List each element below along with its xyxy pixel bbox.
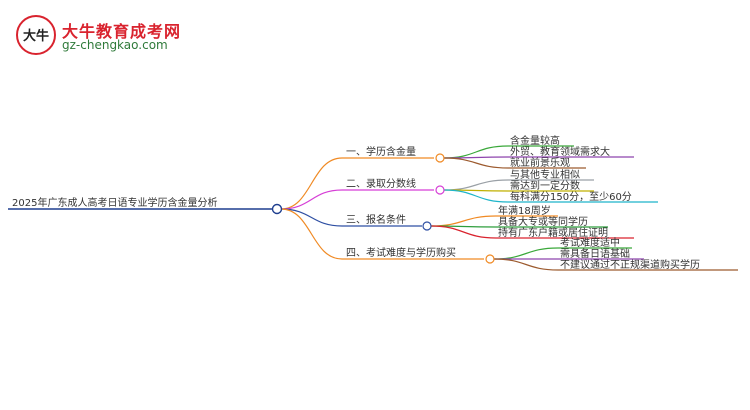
branch-connector xyxy=(280,189,343,210)
branch-2-label[interactable]: 二、录取分数线 xyxy=(346,177,416,190)
branch-connector xyxy=(280,208,343,227)
branch-1-leaf-1-label[interactable]: 含金量较高 xyxy=(510,134,560,147)
branch-1-label[interactable]: 一、学历含金量 xyxy=(346,145,416,158)
leaf-connector xyxy=(443,157,509,169)
branch-2-leaf-2-label[interactable]: 需达到一定分数 xyxy=(510,179,580,192)
branch-3-leaf-1-label[interactable]: 年满18周岁 xyxy=(498,204,551,217)
branch-2-leaf-1-label[interactable]: 与其他专业相似 xyxy=(510,168,580,181)
leaf-connector xyxy=(430,225,497,239)
site-url[interactable]: gz-chengkao.com xyxy=(62,38,168,52)
logo-emblem: 大牛 xyxy=(16,15,56,55)
branch-4-leaf-3-label[interactable]: 不建议通过不正规渠道购买学历 xyxy=(560,258,700,271)
branch-node-dot[interactable] xyxy=(485,254,495,264)
branch-1-leaf-2-label[interactable]: 外贸、教育领域需求大 xyxy=(510,145,610,158)
branch-3-leaf-3-label[interactable]: 持有广东户籍或居住证明 xyxy=(498,226,608,239)
branch-1-leaf-3-label[interactable]: 就业前景乐观 xyxy=(510,156,570,169)
branch-connector xyxy=(280,208,343,260)
leaf-connector xyxy=(443,179,509,191)
leaf-connector xyxy=(443,189,509,203)
branch-2-leaf-3-label[interactable]: 每科满分150分，至少60分 xyxy=(510,190,632,203)
branch-connector xyxy=(280,157,343,210)
branch-4-leaf-1-label[interactable]: 考试难度适中 xyxy=(560,236,620,249)
root-node-label[interactable]: 2025年广东成人高考日语专业学历含金量分析 xyxy=(12,196,217,209)
site-logo: 大牛 大牛教育成考网 gz-chengkao.com xyxy=(14,14,184,56)
branch-node-dot[interactable] xyxy=(435,185,445,195)
branch-3-leaf-2-label[interactable]: 具备大专或等同学历 xyxy=(498,215,588,228)
leaf-connector xyxy=(493,247,559,260)
branch-4-leaf-2-label[interactable]: 需具备日语基础 xyxy=(560,247,630,260)
branch-4-label[interactable]: 四、考试难度与学历购买 xyxy=(346,246,456,259)
leaf-connector xyxy=(430,215,497,227)
branch-node-dot[interactable] xyxy=(422,221,432,231)
leaf-connector xyxy=(443,145,509,159)
site-name[interactable]: 大牛教育成考网 xyxy=(62,22,182,41)
leaf-connector xyxy=(493,258,559,271)
logo-emblem-text: 大牛 xyxy=(23,28,49,44)
branch-3-label[interactable]: 三、报名条件 xyxy=(346,213,406,226)
root-node-dot[interactable] xyxy=(271,203,283,215)
branch-node-dot[interactable] xyxy=(435,153,445,163)
